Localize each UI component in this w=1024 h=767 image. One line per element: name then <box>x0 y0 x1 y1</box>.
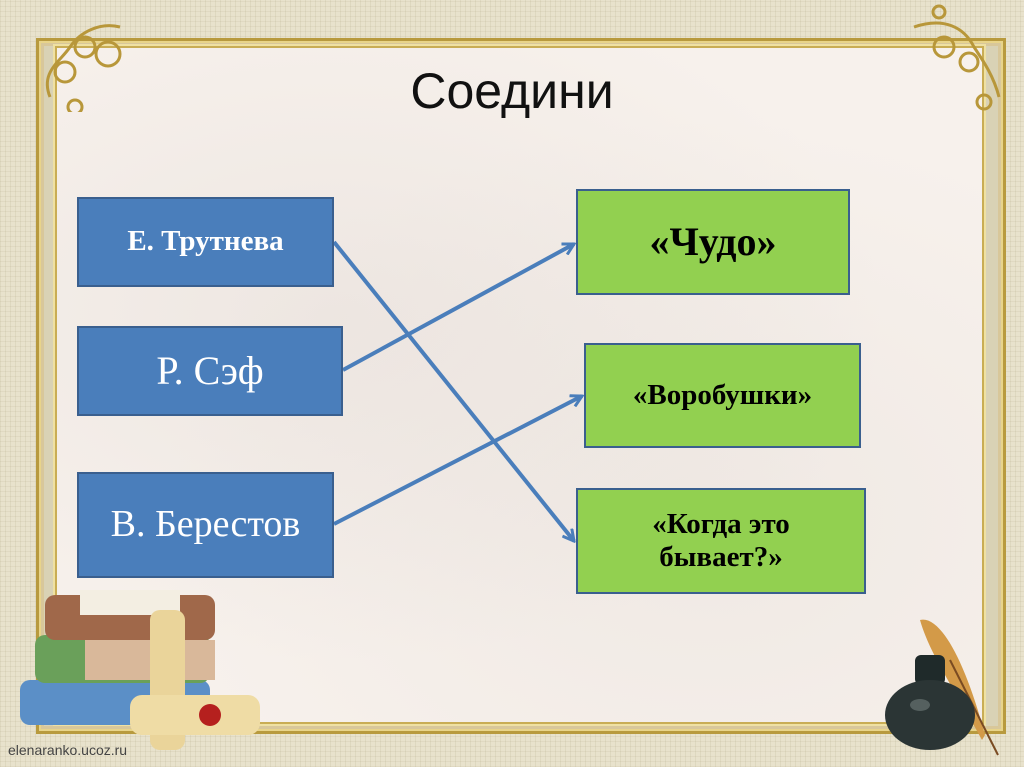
site-credit: elenaranko.ucoz.ru <box>8 742 128 758</box>
ornament-top-left-icon <box>45 24 122 112</box>
author-label: Е. Трутнева <box>127 225 284 258</box>
work-box-chudo[interactable]: «Чудо» <box>576 189 850 295</box>
author-label: Р. Сэф <box>156 348 264 393</box>
author-label: В. Берестов <box>110 503 301 546</box>
inkwell-and-quill-icon <box>885 619 999 756</box>
author-box-trutneva[interactable]: Е. Трутнева <box>77 197 334 287</box>
work-label: «Чудо» <box>649 219 777 264</box>
author-box-sef[interactable]: Р. Сэф <box>77 326 343 416</box>
books-and-scrolls-icon <box>20 590 260 750</box>
work-box-vorobushki[interactable]: «Воробушки» <box>584 343 861 448</box>
work-label: «Когда это бывает?» <box>652 507 790 573</box>
work-box-kogda-eto-byvaet[interactable]: «Когда это бывает?» <box>576 488 866 594</box>
work-label: «Воробушки» <box>632 378 813 411</box>
ornament-top-right-icon <box>913 4 1001 111</box>
page-title: Соедини <box>410 63 614 119</box>
author-box-berestov[interactable]: В. Берестов <box>77 472 334 578</box>
